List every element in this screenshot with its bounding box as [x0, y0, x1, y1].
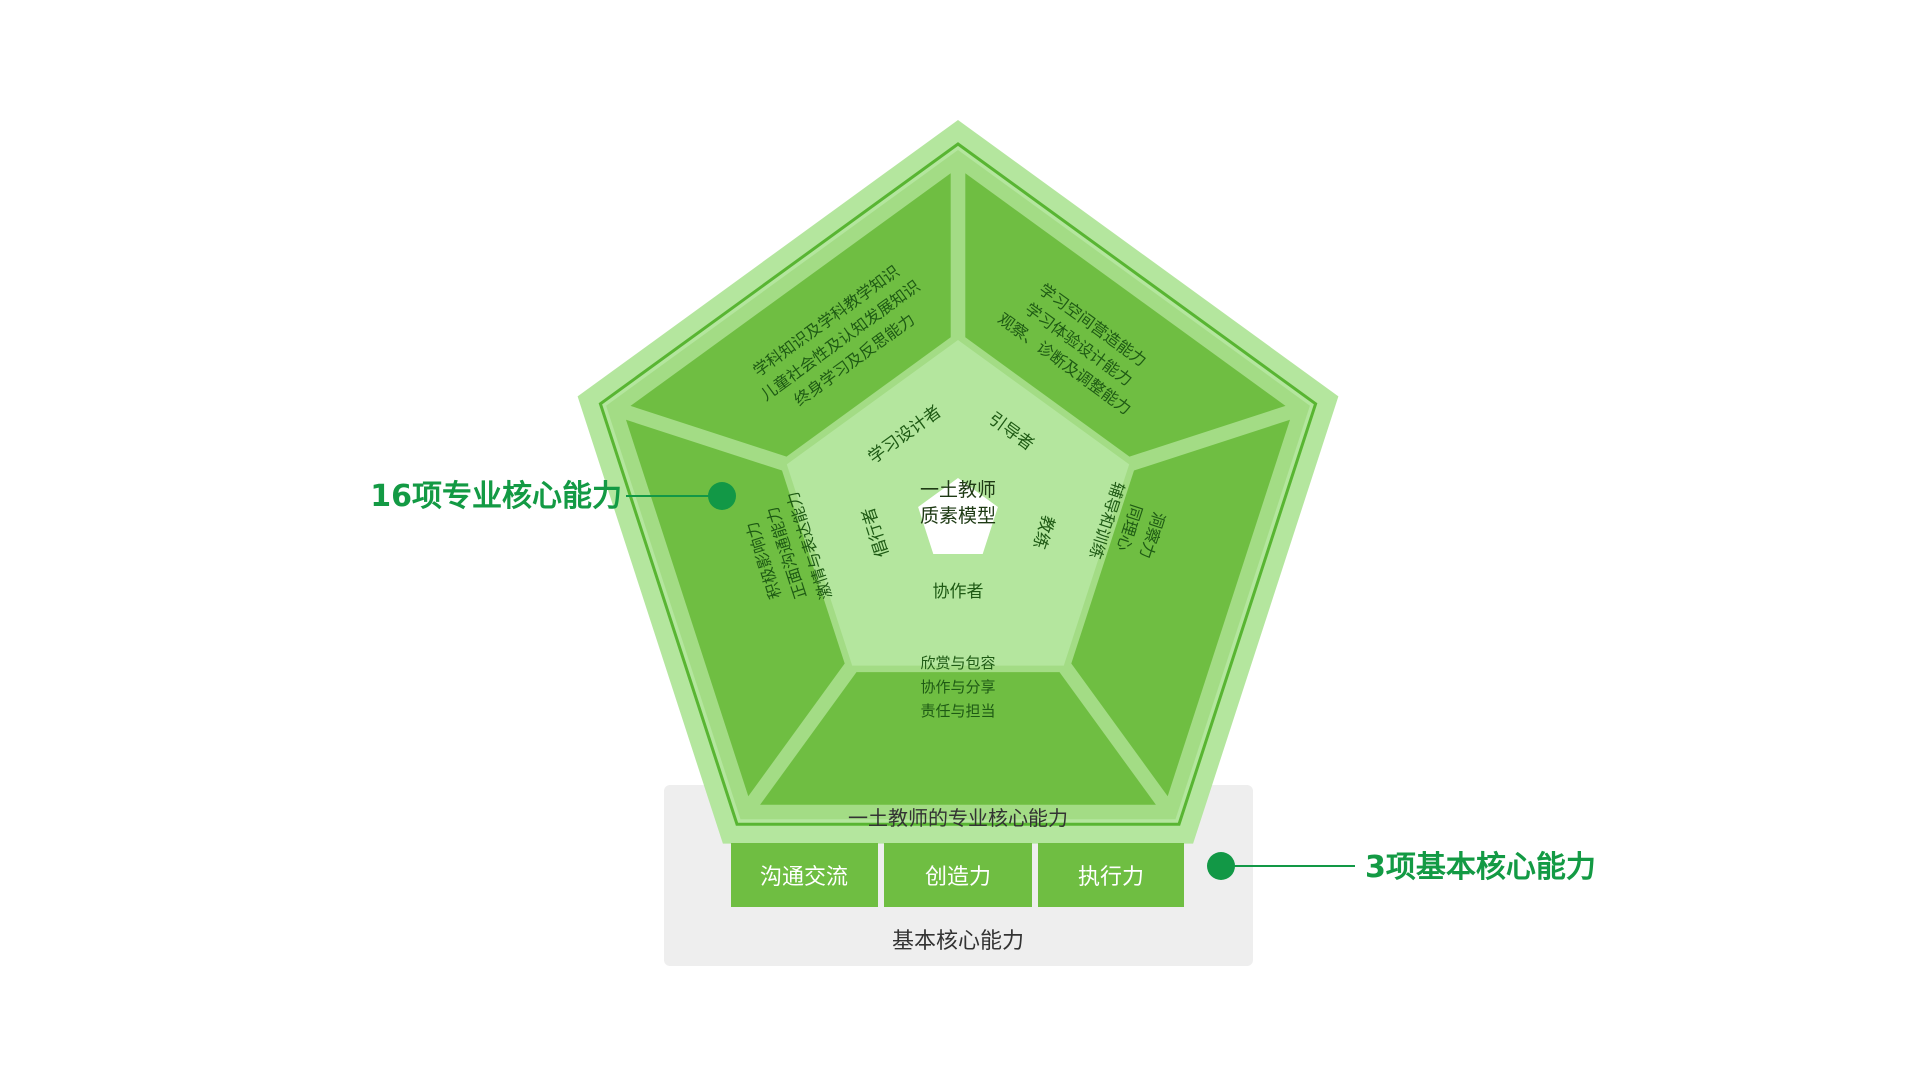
segment-knowledge — [630, 173, 951, 457]
skill-label-communication: 沟通交流 — [760, 865, 848, 890]
segment-design — [965, 173, 1286, 457]
center-title-line-2: 质素模型 — [920, 505, 996, 527]
base-caption: 基本核心能力 — [892, 929, 1024, 954]
segment-influence — [626, 419, 845, 797]
skill-box-creativity — [884, 843, 1032, 907]
callout-left-marker — [708, 482, 736, 510]
skill-box-execution — [1038, 843, 1184, 907]
center-pentagon — [918, 478, 998, 554]
base-title: 一土教师的专业核心能力 — [848, 806, 1068, 830]
competency-item: 欣赏与包容 — [920, 654, 995, 672]
skill-label-creativity: 创造力 — [925, 865, 991, 890]
competency-segments — [626, 173, 1290, 805]
center-title-line-1: 一土教师 — [920, 479, 996, 501]
outer-ring-line — [598, 142, 1318, 826]
role-collaborator: 协作者 — [933, 582, 984, 602]
competency-item: 责任与担当 — [920, 702, 995, 720]
segment-collaboration — [760, 672, 1156, 805]
skill-box-communication — [731, 843, 878, 907]
segment-coaching — [1071, 419, 1290, 797]
competency-item: 协作与分享 — [920, 678, 995, 696]
callout-left-label: 16项专业核心能力 — [370, 479, 622, 514]
callout-right-label: 3项基本核心能力 — [1365, 850, 1596, 885]
skill-label-execution: 执行力 — [1078, 865, 1144, 890]
